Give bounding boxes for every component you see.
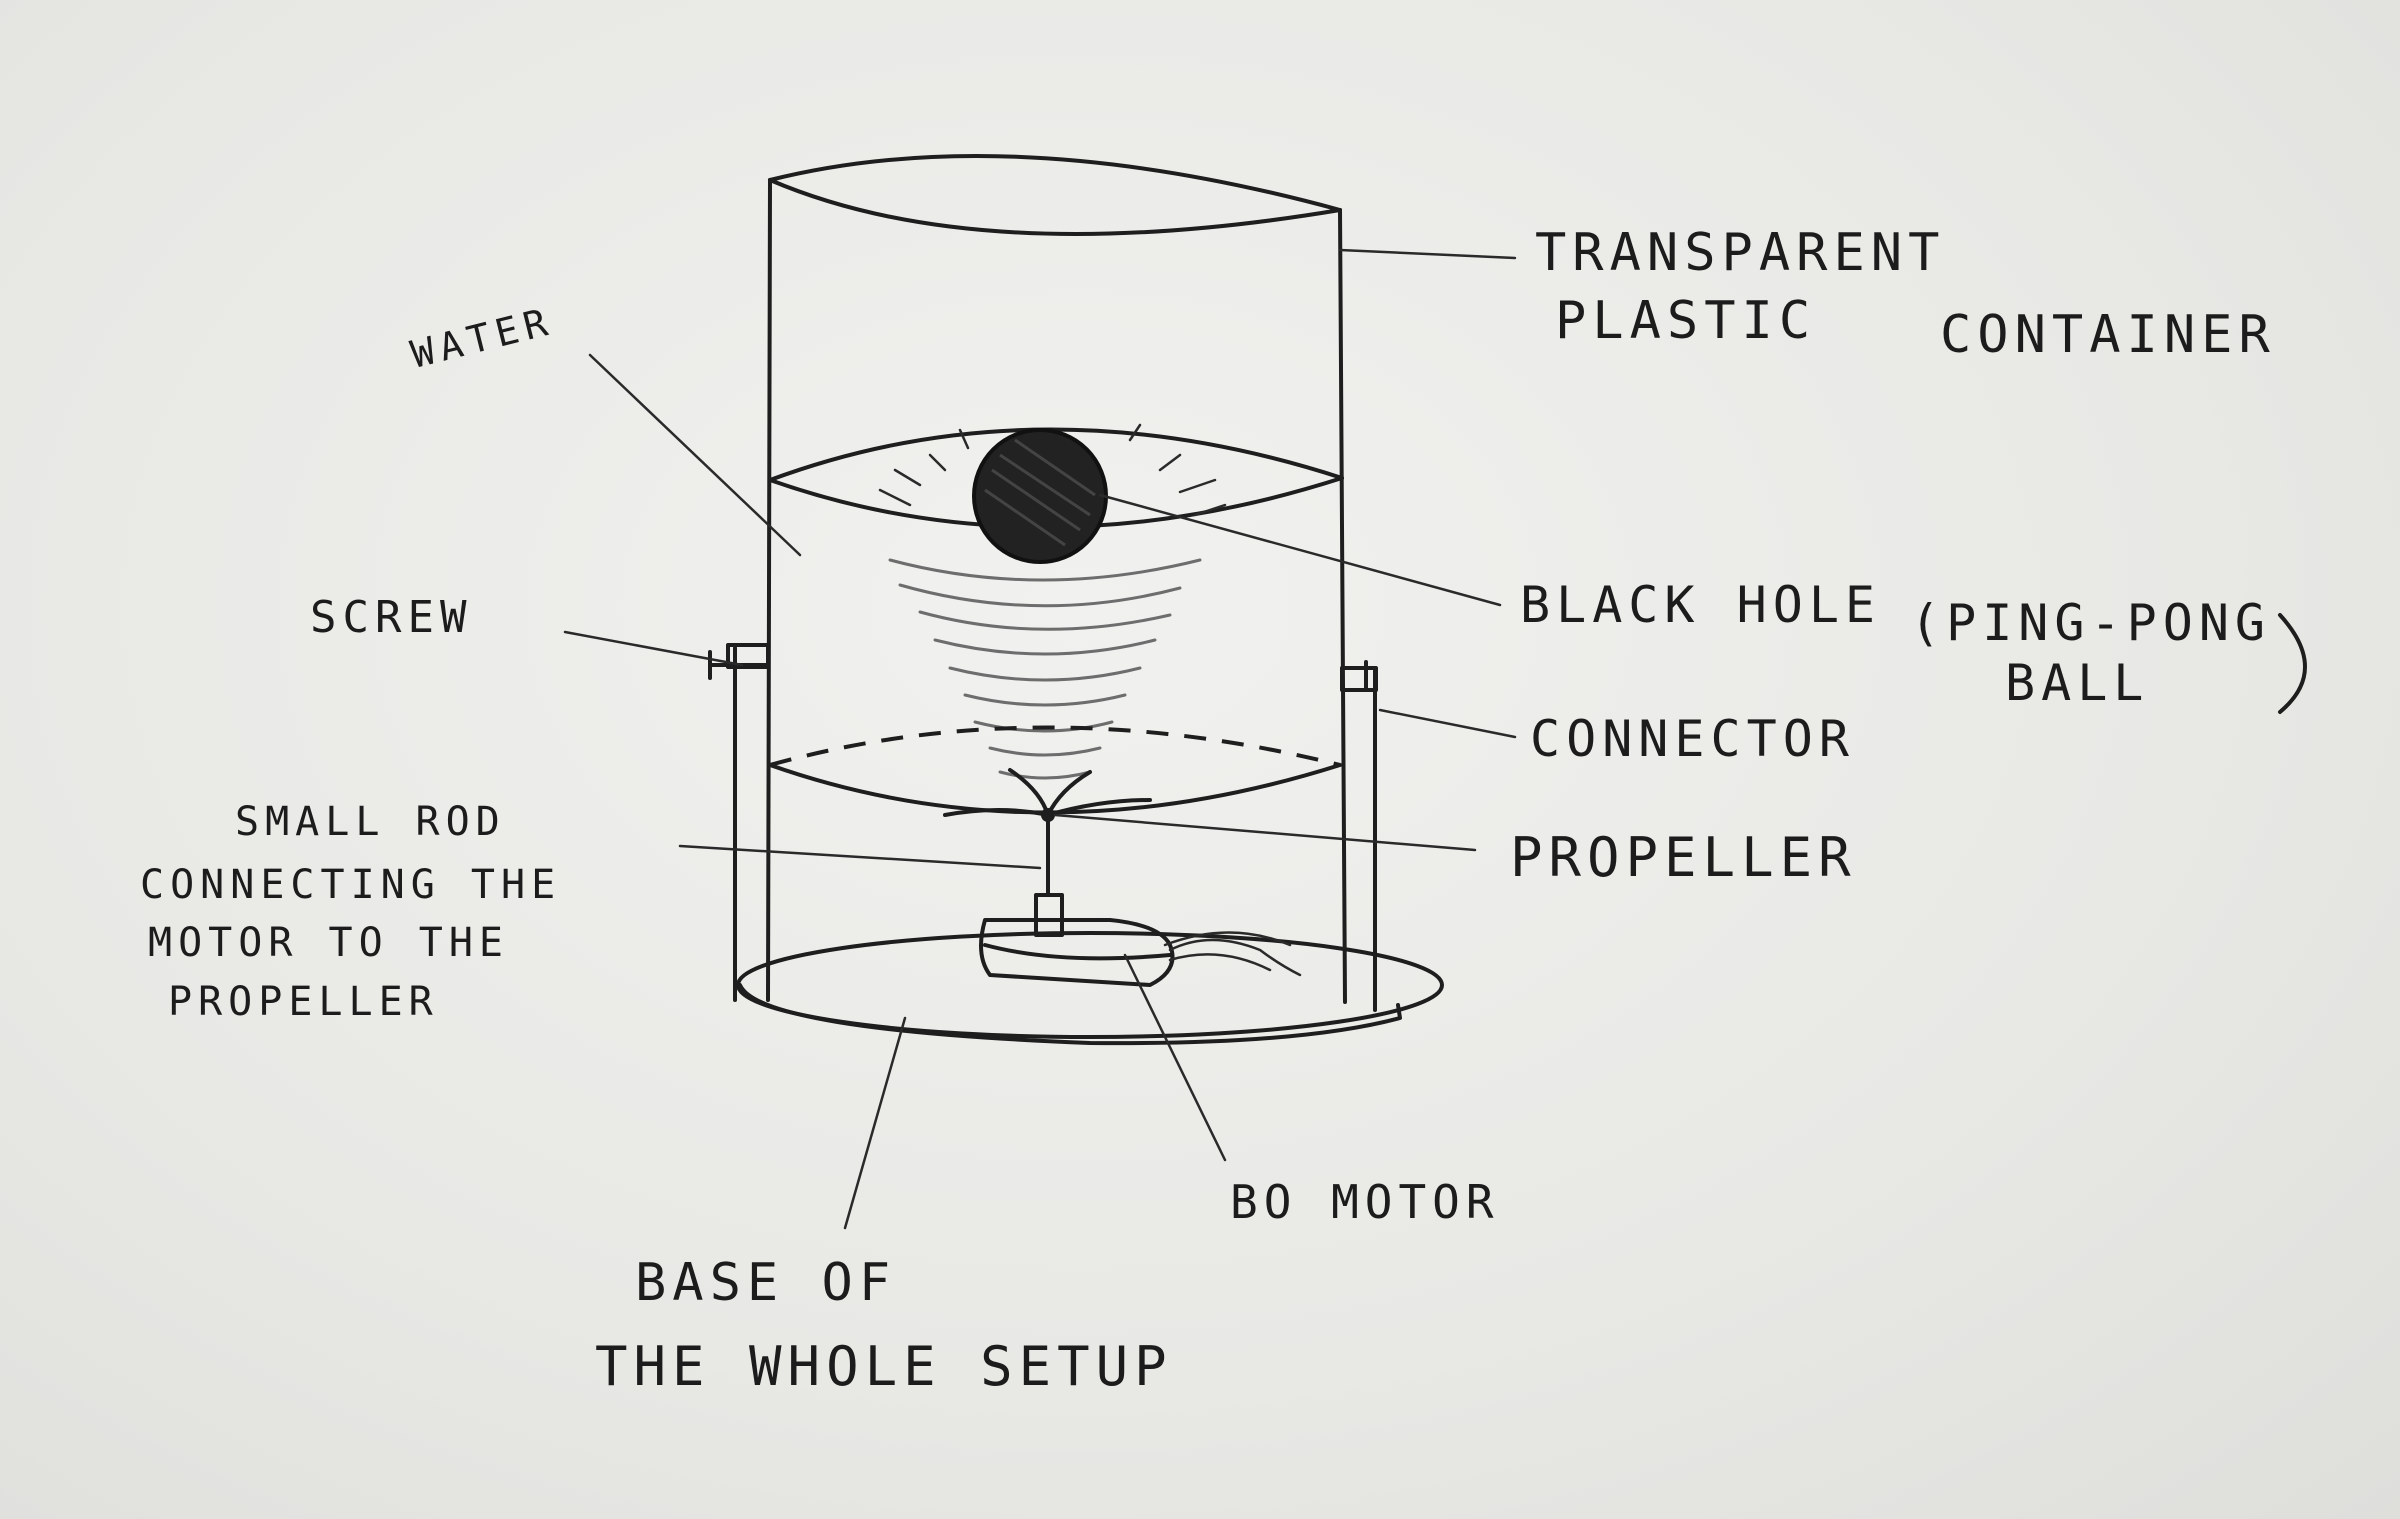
- propeller: [943, 768, 1152, 822]
- label-ping-pong: (PING-PONG: [1910, 594, 2271, 652]
- label-connector: CONNECTOR: [1530, 710, 1855, 768]
- ping-pong-ball: [972, 428, 1108, 564]
- label-water: WATER: [407, 299, 558, 377]
- label-base-line1: BASE OF: [635, 1253, 896, 1313]
- label-rod-line1: SMALL ROD: [235, 799, 506, 845]
- label-bo-motor: BO MOTOR: [1230, 1175, 1500, 1229]
- plastic-container: [766, 154, 1347, 1004]
- label-screw: SCREW: [310, 592, 472, 643]
- base-plate: [736, 931, 1444, 1046]
- label-rod-line3: MOTOR TO THE: [148, 920, 509, 966]
- label-transparent: TRANSPARENT: [1535, 223, 1945, 283]
- leader-lines: [563, 248, 2307, 1230]
- right-support: [1340, 660, 1378, 1012]
- label-base-line2: THE WHOLE SETUP: [595, 1335, 1173, 1398]
- label-ball: BALL: [2005, 654, 2149, 712]
- label-black-hole: BLACK HOLE: [1520, 576, 1881, 634]
- label-rod-line4: PROPELLER: [168, 979, 439, 1025]
- label-rod-line2: CONNECTING THE: [140, 862, 561, 908]
- labels: TRANSPARENT PLASTIC CONTAINER WATER SCRE…: [140, 223, 2276, 1398]
- vortex-swirl: [878, 423, 1227, 780]
- motor-assembly: [979, 820, 1302, 987]
- label-plastic: PLASTIC: [1555, 291, 1816, 351]
- label-propeller: PROPELLER: [1510, 826, 1857, 889]
- label-container: CONTAINER: [1940, 305, 2276, 365]
- left-support: [708, 643, 770, 1002]
